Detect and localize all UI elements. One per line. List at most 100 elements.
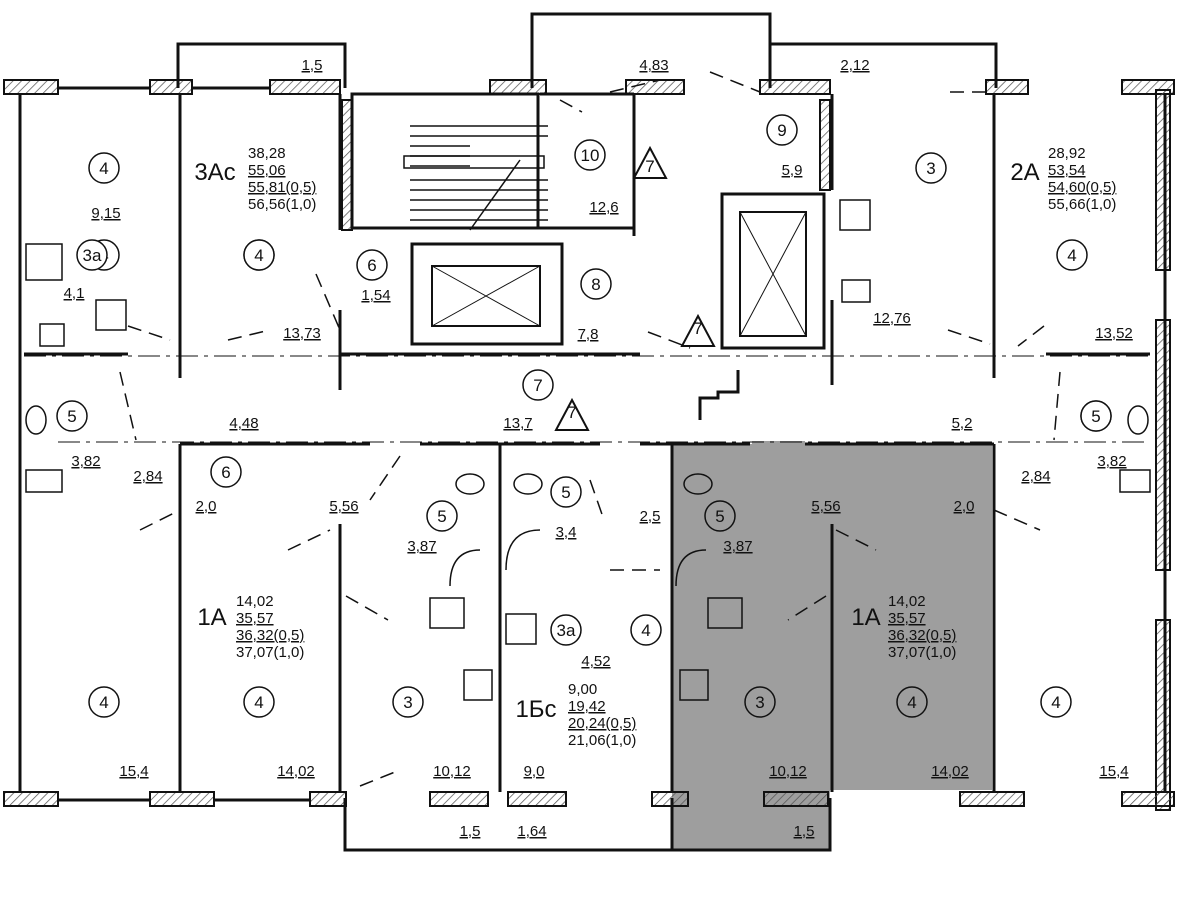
area-label: 1,64 bbox=[517, 823, 546, 840]
apartment-stat: 55,66(1,0) bbox=[1048, 196, 1116, 213]
room-circle bbox=[915, 152, 947, 184]
area-label: 5,56 bbox=[329, 498, 358, 515]
room-number-15: 5 bbox=[550, 476, 582, 508]
area-label: 5,9 bbox=[782, 162, 803, 179]
room-number-22: 4 bbox=[88, 686, 120, 718]
room-number-17: 5 bbox=[1080, 400, 1112, 432]
room-number-21: 4 bbox=[243, 686, 275, 718]
room-number-text: 3а bbox=[83, 246, 102, 265]
room-circle bbox=[243, 686, 275, 718]
area-label: 9,15 bbox=[91, 205, 120, 222]
room-number-text: 3 bbox=[403, 693, 412, 712]
room-number-text: 5 bbox=[1091, 407, 1100, 426]
room-circle bbox=[1056, 239, 1088, 271]
apartment-stat: 14,02 bbox=[236, 593, 274, 610]
room-number-text: 3 bbox=[926, 159, 935, 178]
area-label: 13,7 bbox=[503, 415, 532, 432]
area-label: 15,4 bbox=[119, 763, 148, 780]
apartment-stat: 53,54 bbox=[1048, 162, 1086, 179]
room-number-text: 5 bbox=[715, 507, 724, 526]
room-number-10: 3 bbox=[915, 152, 947, 184]
area-label: 2,0 bbox=[954, 498, 975, 515]
room-number-text: 7 bbox=[693, 319, 702, 338]
room-circle bbox=[56, 400, 88, 432]
room-number-14: 5 bbox=[426, 500, 458, 532]
room-number-text: 5 bbox=[561, 483, 570, 502]
area-label: 4,83 bbox=[639, 57, 668, 74]
apartment-stat: 37,07(1,0) bbox=[888, 644, 956, 661]
apartment-code: 3Ас bbox=[194, 159, 235, 186]
apartment-stat: 36,32(0,5) bbox=[888, 627, 956, 644]
walls bbox=[18, 12, 1167, 852]
apartment-stat: 28,92 bbox=[1048, 145, 1086, 162]
room-number-16: 5 bbox=[704, 500, 736, 532]
apartment-stat: 21,06(1,0) bbox=[568, 732, 636, 749]
area-label: 1,5 bbox=[302, 57, 323, 74]
room-circle bbox=[550, 614, 582, 646]
room-number-text: 6 bbox=[367, 256, 376, 275]
area-label: 4,1 bbox=[64, 285, 85, 302]
room-number-8: 8 bbox=[580, 268, 612, 300]
area-label: 3,82 bbox=[1097, 453, 1126, 470]
area-label: 4,52 bbox=[581, 653, 610, 670]
area-label: 10,12 bbox=[433, 763, 471, 780]
room-circle bbox=[744, 686, 776, 718]
room-circle bbox=[896, 686, 928, 718]
room-circle bbox=[766, 114, 798, 146]
apartment-stat: 35,57 bbox=[888, 610, 926, 627]
room-number-28: 7 bbox=[693, 319, 702, 338]
room-circle bbox=[1040, 686, 1072, 718]
room-number-7: 9 bbox=[766, 114, 798, 146]
room-number-6: 10 bbox=[574, 139, 606, 171]
room-number-text: 4 bbox=[99, 159, 108, 178]
room-number-27: 7 bbox=[645, 157, 654, 176]
apartment-stat: 35,57 bbox=[236, 610, 274, 627]
room-circle bbox=[243, 239, 275, 271]
room-circle bbox=[550, 476, 582, 508]
staircase bbox=[403, 125, 548, 231]
area-label: 14,02 bbox=[277, 763, 315, 780]
room-number-2: 3а bbox=[76, 239, 108, 271]
room-number-23: 4 bbox=[896, 686, 928, 718]
area-label: 9,0 bbox=[524, 763, 545, 780]
area-label: 4,48 bbox=[229, 415, 258, 432]
room-circle bbox=[88, 686, 120, 718]
area-label: 13,52 bbox=[1095, 325, 1133, 342]
area-label: 1,5 bbox=[460, 823, 481, 840]
room-number-19: 4 bbox=[630, 614, 662, 646]
room-number-text: 4 bbox=[907, 693, 916, 712]
apartment-stat: 14,02 bbox=[888, 593, 926, 610]
apartment-stat: 55,06 bbox=[248, 162, 286, 179]
area-label: 5,56 bbox=[811, 498, 840, 515]
room-number-text: 7 bbox=[567, 403, 576, 422]
room-circle bbox=[574, 139, 606, 171]
area-label: 2,84 bbox=[1021, 468, 1050, 485]
room-number-18: 3а bbox=[550, 614, 582, 646]
area-label: 3,87 bbox=[723, 538, 752, 555]
area-label: 1,5 bbox=[794, 823, 815, 840]
door-swings bbox=[24, 71, 1150, 787]
room-number-text: 8 bbox=[591, 275, 600, 294]
room-circle bbox=[522, 369, 554, 401]
room-number-13: 6 bbox=[356, 249, 388, 281]
area-label: 3,4 bbox=[556, 524, 577, 541]
room-circle bbox=[88, 152, 120, 184]
apartment-stat: 56,56(1,0) bbox=[248, 196, 316, 213]
area-label: 2,5 bbox=[640, 508, 661, 525]
area-label: 1,54 bbox=[361, 287, 390, 304]
apartment-code: 1А bbox=[197, 604, 226, 631]
apartment-stat: 19,42 bbox=[568, 698, 606, 715]
room-circle bbox=[392, 686, 424, 718]
apartment-code: 1Бс bbox=[515, 696, 556, 723]
area-label: 7,8 bbox=[578, 326, 599, 343]
room-circle bbox=[76, 239, 108, 271]
room-number-26: 4 bbox=[243, 239, 275, 271]
apartment-stat: 37,07(1,0) bbox=[236, 644, 304, 661]
room-number-20: 3 bbox=[392, 686, 424, 718]
apartment-code: 2А bbox=[1010, 159, 1039, 186]
